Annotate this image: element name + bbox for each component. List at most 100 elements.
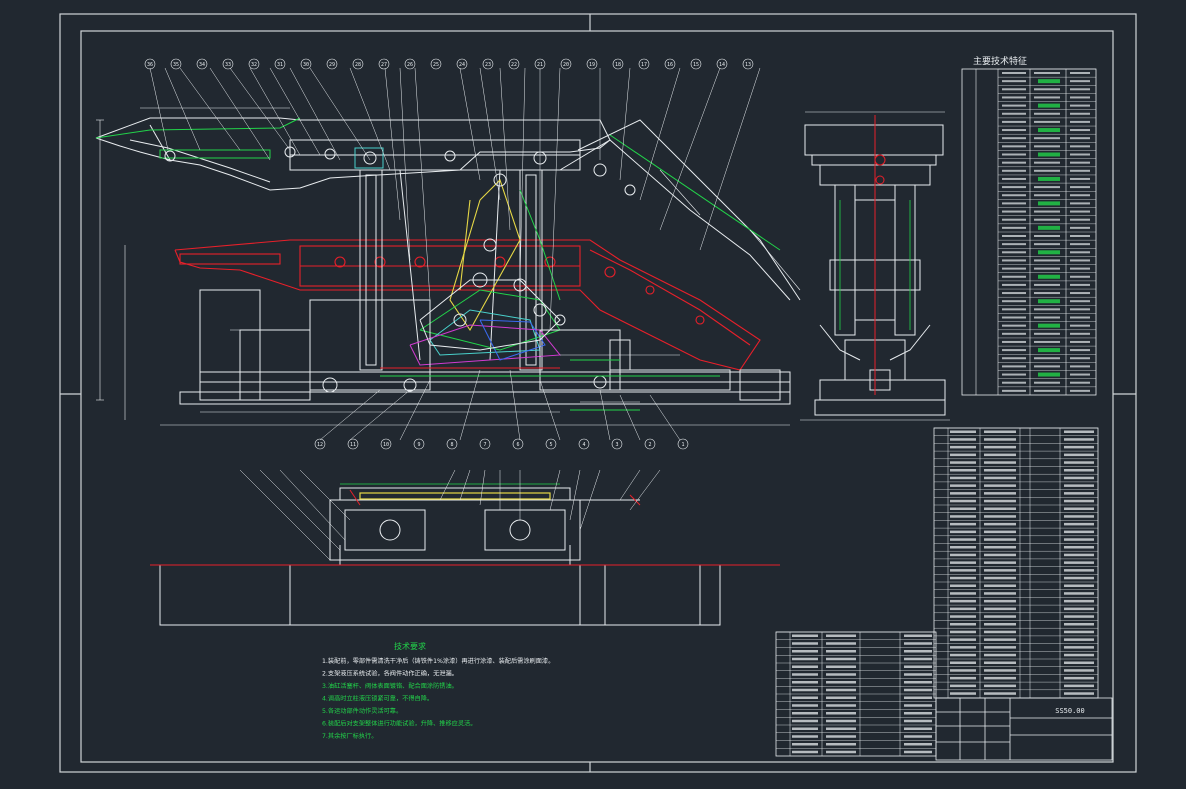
plan-view-yellow — [359, 492, 551, 500]
table-cell-fill — [1034, 357, 1060, 360]
callout-number: 1 — [681, 442, 684, 448]
table-cell-fill — [1070, 243, 1090, 246]
callout: 1 — [677, 438, 689, 450]
table-cell-fill — [950, 584, 976, 587]
table-cell-fill — [1070, 120, 1090, 123]
table-cell-fill — [1002, 210, 1026, 213]
table-cell-fill — [1002, 235, 1026, 237]
table-cell-fill — [904, 727, 932, 730]
table-cell-fill — [1002, 186, 1026, 189]
table-cell-fill — [1002, 112, 1026, 115]
callout-number: 35 — [173, 62, 179, 68]
table-cell-fill — [984, 522, 1016, 526]
table-cell-fill — [1070, 202, 1090, 205]
table-cell-fill — [826, 673, 856, 676]
table-cell-fill — [1070, 88, 1090, 91]
table-cell-fill — [950, 607, 976, 611]
table-cell-fill — [984, 576, 1016, 580]
callout: 26 — [404, 58, 416, 70]
callout: 6 — [512, 438, 524, 450]
table-cell-fill — [826, 642, 856, 645]
callout: 25 — [430, 58, 442, 70]
table-cell-fill — [1002, 340, 1026, 343]
table-cell-fill — [1064, 561, 1094, 564]
table-cell-fill — [1064, 530, 1094, 534]
table-cell-fill — [1064, 538, 1094, 541]
table-cell-fill — [1038, 225, 1060, 230]
table-cell-fill — [904, 696, 932, 699]
table-cell-fill — [1070, 251, 1090, 254]
table-cell-fill — [950, 515, 976, 518]
table-cell-fill — [950, 599, 976, 603]
table-cell-fill — [1038, 201, 1060, 206]
table-cell-fill — [1002, 72, 1026, 74]
table-cell-fill — [1064, 661, 1094, 664]
callout-number: 3 — [615, 442, 618, 448]
callout-number: 14 — [719, 62, 725, 68]
callout-number: 2 — [648, 442, 651, 448]
table-cell-fill — [1002, 267, 1026, 270]
table-cell-fill — [904, 650, 932, 653]
table-cell-fill — [1034, 218, 1060, 221]
table-cell-fill — [1064, 646, 1094, 649]
table-cell-fill — [826, 750, 856, 754]
table-cell-fill — [792, 673, 818, 676]
callout: 7 — [479, 438, 491, 450]
table-cell-fill — [1034, 186, 1060, 189]
table-cell-fill — [1002, 88, 1026, 91]
callout: 18 — [612, 58, 624, 70]
drawing-frame — [59, 13, 1137, 773]
table-cell-fill — [1064, 484, 1094, 487]
table-cell-fill — [984, 499, 1016, 503]
table-cell-fill — [1038, 176, 1060, 181]
callout-number: 36 — [147, 62, 153, 68]
callout-number: 24 — [459, 62, 465, 68]
table-cell-fill — [1070, 169, 1090, 172]
table-cell-fill — [1002, 332, 1026, 335]
callout-number: 22 — [511, 62, 517, 68]
callout-number: 23 — [485, 62, 491, 68]
table-cell-fill — [904, 704, 932, 707]
callout: 17 — [638, 58, 650, 70]
table-cell-fill — [1034, 169, 1060, 172]
callout: 29 — [326, 58, 338, 70]
table-cell-fill — [1034, 96, 1060, 99]
table-cell-fill — [950, 592, 976, 595]
callout-number: 17 — [641, 62, 647, 68]
table-cell-fill — [1064, 507, 1094, 510]
table-cell-fill — [904, 712, 932, 715]
table-cell-fill — [792, 657, 818, 661]
callout: 14 — [716, 58, 728, 70]
table-cell-fill — [1034, 194, 1060, 197]
callout: 24 — [456, 58, 468, 70]
table-cell-fill — [1070, 129, 1090, 132]
table-cell-fill — [1070, 381, 1090, 384]
table-cell-fill — [1034, 340, 1060, 343]
table-cell-fill — [1064, 522, 1094, 526]
table-cell-fill — [1002, 381, 1026, 384]
table-cell-fill — [984, 615, 1016, 618]
callout: 36 — [144, 58, 156, 70]
title-block — [935, 697, 1113, 761]
table-cell-fill — [904, 673, 932, 676]
table-cell-fill — [826, 665, 856, 668]
table-cell-fill — [826, 712, 856, 715]
callout: 13 — [742, 58, 754, 70]
tech-note: 3.油缸活塞杆、阀体表面镀铬、配合面涂防锈油。 — [322, 682, 458, 690]
table-cell-fill — [950, 469, 976, 472]
table-cell-fill — [1070, 357, 1090, 360]
table-cell-fill — [826, 704, 856, 707]
table-cell-fill — [1002, 120, 1026, 123]
table-cell-fill — [1070, 267, 1090, 270]
table-cell-fill — [1038, 152, 1060, 157]
table-cell-fill — [1002, 357, 1026, 360]
table-cell-fill — [1002, 259, 1026, 262]
table-cell-fill — [1064, 630, 1094, 634]
callout-number: 33 — [225, 62, 231, 68]
table-cell-fill — [1070, 210, 1090, 213]
main-elevation-view — [95, 67, 801, 441]
table-cell-fill — [792, 665, 818, 668]
table-cell-fill — [1034, 381, 1060, 384]
table-cell-fill — [1070, 80, 1090, 83]
